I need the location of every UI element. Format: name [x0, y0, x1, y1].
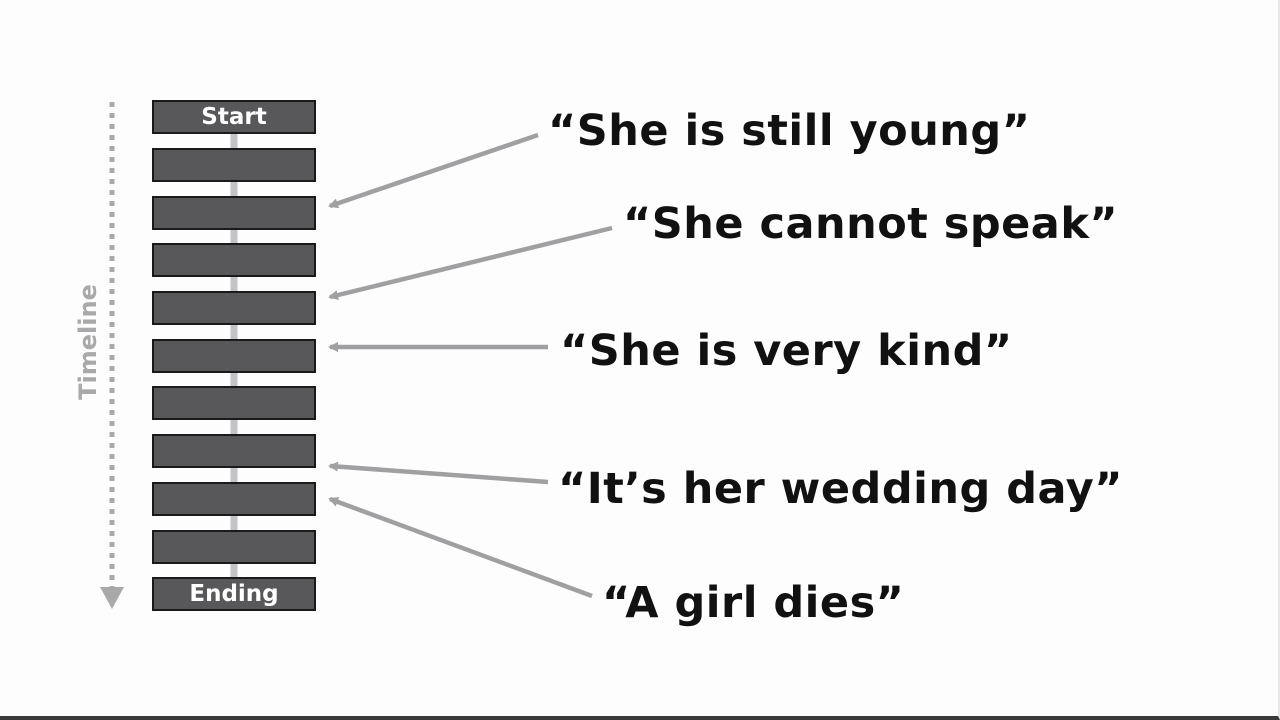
event-box-ending: Ending	[152, 577, 316, 611]
event-box-start: Start	[152, 100, 316, 134]
arrow-cannot-speak	[328, 225, 613, 300]
timeline-arrowhead	[100, 587, 124, 609]
quote-cannot-speak: “She cannot speak”	[623, 199, 1119, 249]
arrow-wedding-day	[328, 461, 549, 485]
event-box	[152, 148, 316, 182]
quote-still-young: “She is still young”	[548, 106, 1031, 156]
timeline-axis-label: Timeline	[74, 284, 102, 400]
start-label: Start	[201, 104, 267, 130]
event-box	[152, 196, 316, 230]
ending-label: Ending	[189, 581, 279, 607]
quote-very-kind: “She is very kind”	[560, 326, 1013, 376]
event-box	[152, 339, 316, 373]
quote-wedding-day: “It’s her wedding day”	[558, 464, 1123, 514]
event-box	[152, 434, 316, 468]
arrow-still-young	[328, 132, 539, 209]
quote-girl-dies: “A girl dies”	[602, 578, 905, 628]
arrow-girl-dies	[328, 496, 593, 599]
event-box	[152, 386, 316, 420]
event-box	[152, 291, 316, 325]
event-box	[152, 530, 316, 564]
event-box	[152, 482, 316, 516]
event-box	[152, 243, 316, 277]
